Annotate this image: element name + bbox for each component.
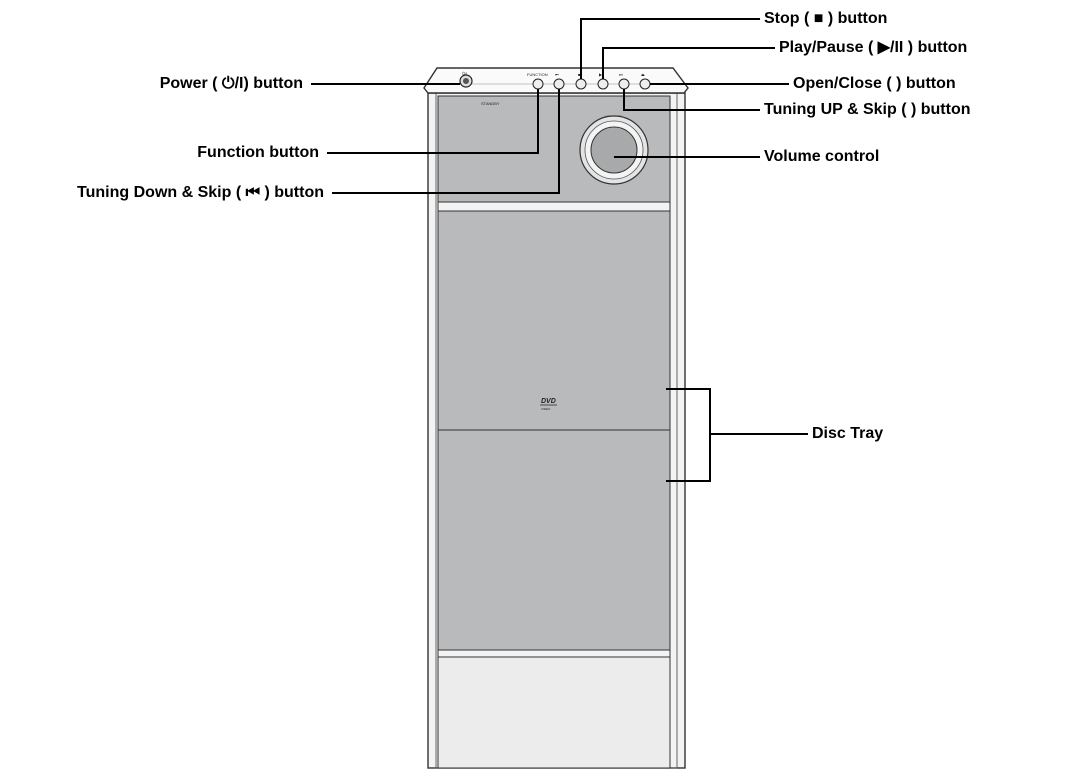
device-body (423, 67, 689, 769)
lower-separator (437, 649, 671, 658)
play-pause-leader (602, 47, 775, 79)
tuning-up-mark: ⏭ (619, 72, 623, 77)
stop-leader (580, 18, 760, 79)
label-play-pause: Play/Pause ( ▶/II ) button (779, 39, 968, 56)
power-mark: ⏻/I (462, 71, 467, 76)
volume-knob[interactable] (579, 115, 649, 185)
tuning-up-leader (623, 89, 760, 111)
open-mark: ⏏ (641, 72, 645, 77)
standby-mark: STANDBY (481, 101, 500, 106)
power-button-center (463, 78, 469, 84)
function-leader (327, 89, 539, 154)
open-close-button[interactable] (639, 78, 651, 90)
dvd-logo: DVD VIDEO (540, 398, 557, 411)
disc-tray-lower (437, 429, 671, 651)
tuning-down-leader (332, 89, 560, 194)
label-power: Power ( ⏻/I) button (159, 75, 303, 92)
label-volume: Volume control (764, 148, 880, 165)
volume-knob-cap (590, 126, 638, 174)
leader-lines (311, 18, 808, 482)
label-tuning-down: Tuning Down & Skip ( ⏮ ) button (77, 184, 324, 201)
label-stop: Stop ( ■ ) button (764, 10, 888, 27)
bottom-panel (437, 656, 671, 769)
separator-strip (437, 201, 671, 212)
dvd-logo-text: DVD (541, 398, 556, 405)
tuning-down-mark: ⏮ (555, 72, 559, 77)
tuning-up-button[interactable] (618, 78, 630, 90)
label-open-close: Open/Close ( ) button (793, 75, 956, 92)
dvd-logo-sub: VIDEO (541, 407, 551, 411)
label-disc-tray: Disc Tray (812, 425, 884, 442)
label-function: Function button (197, 144, 319, 161)
label-tuning-up: Tuning UP & Skip ( ) button (764, 101, 971, 118)
function-mark: FUNCTION (527, 72, 548, 77)
stop-mark: ■ (578, 72, 581, 77)
play-pause-button[interactable] (597, 78, 609, 90)
function-button[interactable] (532, 78, 544, 90)
disc-tray-upper (437, 210, 671, 431)
play-mark: ▶ (599, 72, 603, 77)
tuning-down-button[interactable] (553, 78, 565, 90)
top-buttons (459, 74, 651, 90)
stop-button[interactable] (575, 78, 587, 90)
